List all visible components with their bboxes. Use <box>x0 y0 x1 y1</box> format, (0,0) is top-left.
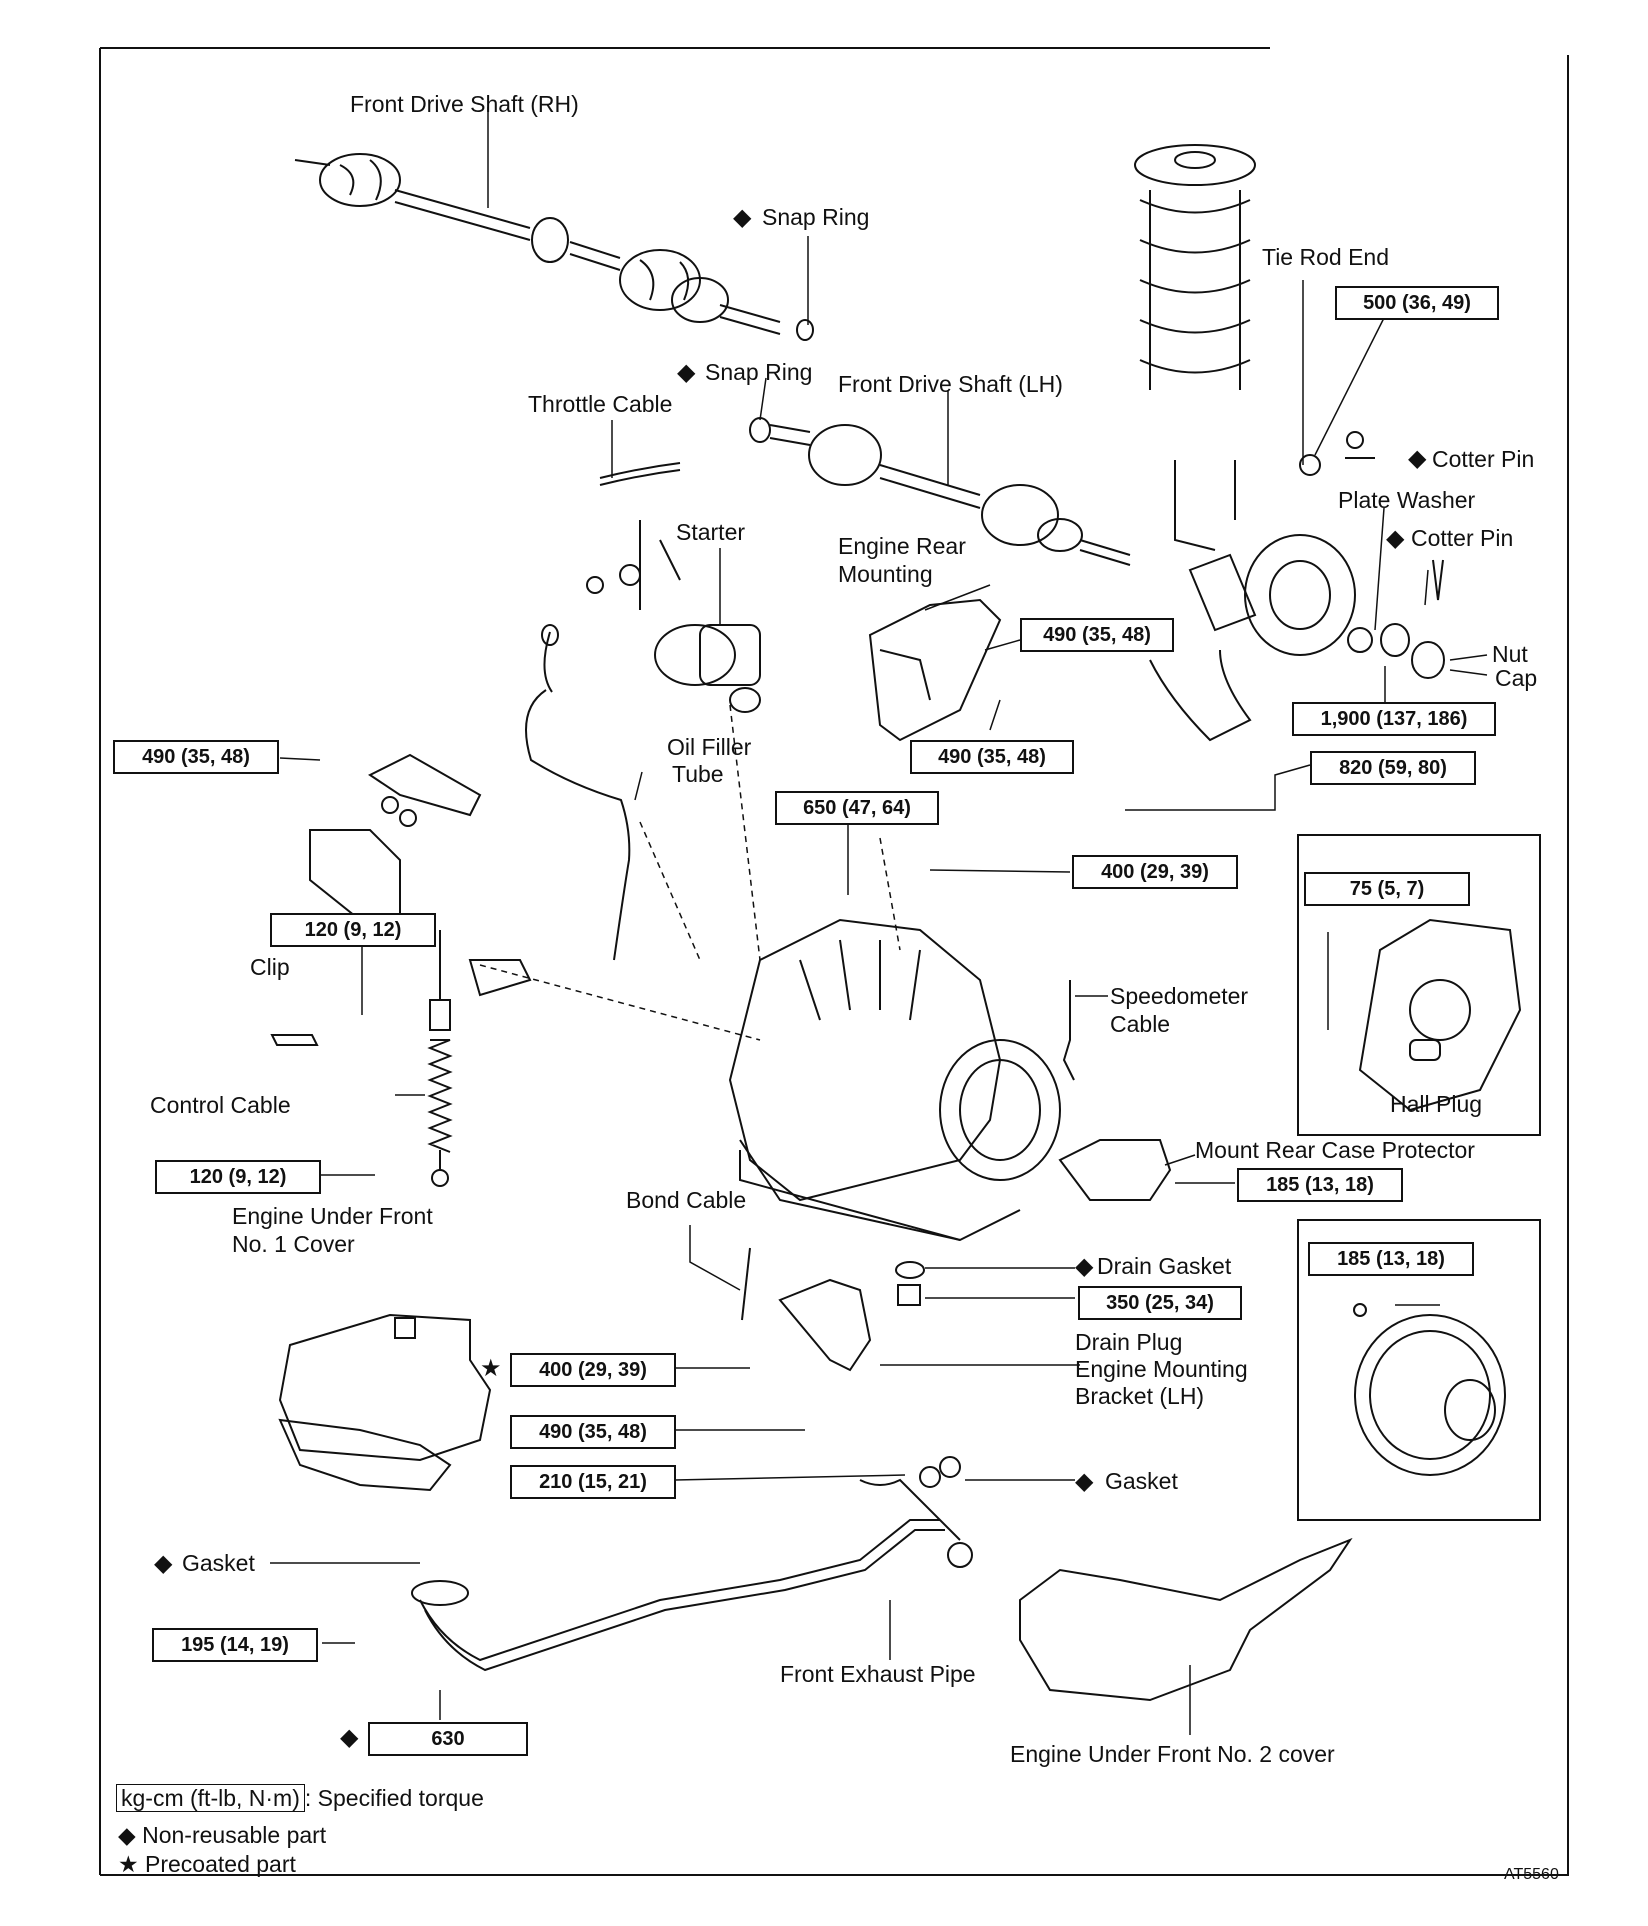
torque-185-right: 185 (13, 18) <box>1237 1168 1403 1202</box>
torque-490-rear-bottom: 490 (35, 48) <box>910 740 1074 774</box>
flexplate-drawing <box>1358 918 1522 1112</box>
torque-185-box: 185 (13, 18) <box>1308 1242 1474 1276</box>
legend-torque-text: : Specified torque <box>304 1785 484 1811</box>
torque-630: 630 <box>368 1722 528 1756</box>
non-reusable-symbol: ◆ <box>1075 1253 1094 1280</box>
label-mount-rear-case-protector: Mount Rear Case Protector <box>1195 1137 1475 1163</box>
speedometer-cable-drawing <box>1062 980 1075 1081</box>
torque-490-rear-top: 490 (35, 48) <box>1020 618 1174 652</box>
legend-torque: kg-cm (ft-lb, N·m): Specified torque <box>116 1784 484 1812</box>
label-drain-gasket: Drain Gasket <box>1097 1253 1232 1279</box>
flexplate-inset-frame <box>1297 834 1541 1136</box>
starter-drawing <box>586 520 761 713</box>
oil-filler-tube-drawing <box>525 624 631 961</box>
non-reusable-symbol: ◆ <box>340 1724 359 1751</box>
non-reusable-symbol: ◆ <box>1386 525 1405 552</box>
torque-400-top: 400 (29, 39) <box>1072 855 1238 889</box>
torque-210: 210 (15, 21) <box>510 1465 676 1499</box>
figure-code: AT5560 <box>1504 1866 1559 1883</box>
label-engine-rear-mounting: Mounting <box>838 561 933 587</box>
legend-non-reusable: ◆ Non-reusable part <box>118 1822 326 1848</box>
label-engine-under-front-no1-cover: No. 1 Cover <box>232 1231 355 1257</box>
label-starter: Starter <box>676 519 746 545</box>
torque-120-bottom: 120 (9, 12) <box>155 1160 321 1194</box>
label-oil-filler-tube: Tube <box>672 761 724 787</box>
torque-1900: 1,900 (137, 186) <box>1292 702 1496 736</box>
label-front-exhaust-pipe: Front Exhaust Pipe <box>780 1661 976 1687</box>
torque-120-top: 120 (9, 12) <box>270 913 436 947</box>
label-engine-under-front-no2-cover: Engine Under Front No. 2 cover <box>1010 1741 1335 1767</box>
label-hall-plug: Hall Plug <box>1390 1091 1483 1117</box>
bond-cable-drawing <box>741 1247 751 1321</box>
non-reusable-symbol: ◆ <box>1075 1468 1094 1495</box>
label-clip: Clip <box>250 954 290 980</box>
non-reusable-symbol: ◆ <box>733 204 752 231</box>
front-drive-shaft-lh-drawing <box>749 417 1131 566</box>
label-bond-cable: Bond Cable <box>626 1187 747 1213</box>
label-snap-ring-top: Snap Ring <box>762 204 870 230</box>
engine-rear-mounting-drawing <box>868 598 1002 742</box>
torque-490-left: 490 (35, 48) <box>113 740 279 774</box>
torque-400-bottom: 400 (29, 39) <box>510 1353 676 1387</box>
throttle-cable-drawing <box>599 462 681 486</box>
label-gasket-right: Gasket <box>1105 1468 1178 1494</box>
control-cable-drawing <box>427 930 453 1187</box>
label-plate-washer: Plate Washer <box>1338 487 1476 513</box>
label-engine-mounting-bracket: Engine Mounting <box>1075 1356 1248 1382</box>
label-control-cable: Control Cable <box>150 1092 291 1118</box>
legend-non-reusable-text: Non-reusable part <box>142 1822 327 1848</box>
legend-precoated: ★ Precoated part <box>118 1851 296 1877</box>
leader-lines <box>270 107 1488 1735</box>
torque-converter-inset-frame <box>1297 1219 1541 1521</box>
precoated-symbol: ★ <box>118 1851 139 1877</box>
label-cotter-pin-2: Cotter Pin <box>1411 525 1514 551</box>
label-speedometer-cable: Cable <box>1110 1011 1171 1037</box>
front-exhaust-pipe-drawing <box>411 1456 973 1672</box>
engine-under-front-no2-cover-drawing <box>1019 1537 1353 1702</box>
precoated-symbol: ★ <box>480 1355 502 1382</box>
torque-350: 350 (25, 34) <box>1078 1286 1242 1320</box>
torque-195: 195 (14, 19) <box>152 1628 318 1662</box>
torque-75: 75 (5, 7) <box>1304 872 1470 906</box>
legend-precoated-text: Precoated part <box>145 1851 296 1877</box>
strut-assembly-drawing <box>1134 144 1356 742</box>
label-cotter-pin-1: Cotter Pin <box>1432 446 1535 472</box>
label-oil-filler-tube: Oil Filler <box>667 734 752 760</box>
transaxle-drawing <box>728 918 1061 1242</box>
label-nut: Nut <box>1492 641 1528 667</box>
torque-converter-drawing <box>1353 1303 1506 1476</box>
label-front-drive-shaft-lh: Front Drive Shaft (LH) <box>838 371 1063 397</box>
non-reusable-symbol: ◆ <box>154 1550 173 1577</box>
front-drive-shaft-rh-drawing <box>294 153 814 341</box>
engine-mounting-bracket-drawing <box>778 1278 872 1372</box>
case-protector-drawing <box>1058 1139 1172 1201</box>
torque-490-bottom: 490 (35, 48) <box>510 1415 676 1449</box>
engine-under-front-no1-cover-drawing <box>278 1313 492 1492</box>
label-snap-ring-lh: Snap Ring <box>705 359 813 385</box>
frame <box>99 47 1569 1876</box>
left-bracket-drawing <box>309 753 482 921</box>
label-engine-under-front-no1-cover: Engine Under Front <box>232 1203 433 1229</box>
non-reusable-symbol: ◆ <box>1408 445 1427 472</box>
label-gasket-left: Gasket <box>182 1550 255 1576</box>
label-engine-mounting-bracket: Bracket (LH) <box>1075 1383 1205 1409</box>
label-cap: Cap <box>1495 665 1538 691</box>
label-tie-rod-end: Tie Rod End <box>1262 244 1389 270</box>
non-reusable-symbol: ◆ <box>677 359 696 386</box>
label-front-drive-shaft-rh: Front Drive Shaft (RH) <box>350 91 579 117</box>
dashed-guide-lines <box>479 704 901 1041</box>
label-engine-rear-mounting: Engine Rear <box>838 533 966 559</box>
label-speedometer-cable: Speedometer <box>1110 983 1249 1009</box>
torque-500: 500 (36, 49) <box>1335 286 1499 320</box>
non-reusable-symbol: ◆ <box>118 1822 136 1848</box>
torque-820: 820 (59, 80) <box>1310 751 1476 785</box>
legend-torque-unit: kg-cm (ft-lb, N·m) <box>116 1784 305 1812</box>
clip-drawing <box>270 1034 319 1046</box>
torque-650: 650 (47, 64) <box>775 791 939 825</box>
label-drain-plug: Drain Plug <box>1075 1329 1183 1355</box>
label-throttle-cable: Throttle Cable <box>528 391 673 417</box>
